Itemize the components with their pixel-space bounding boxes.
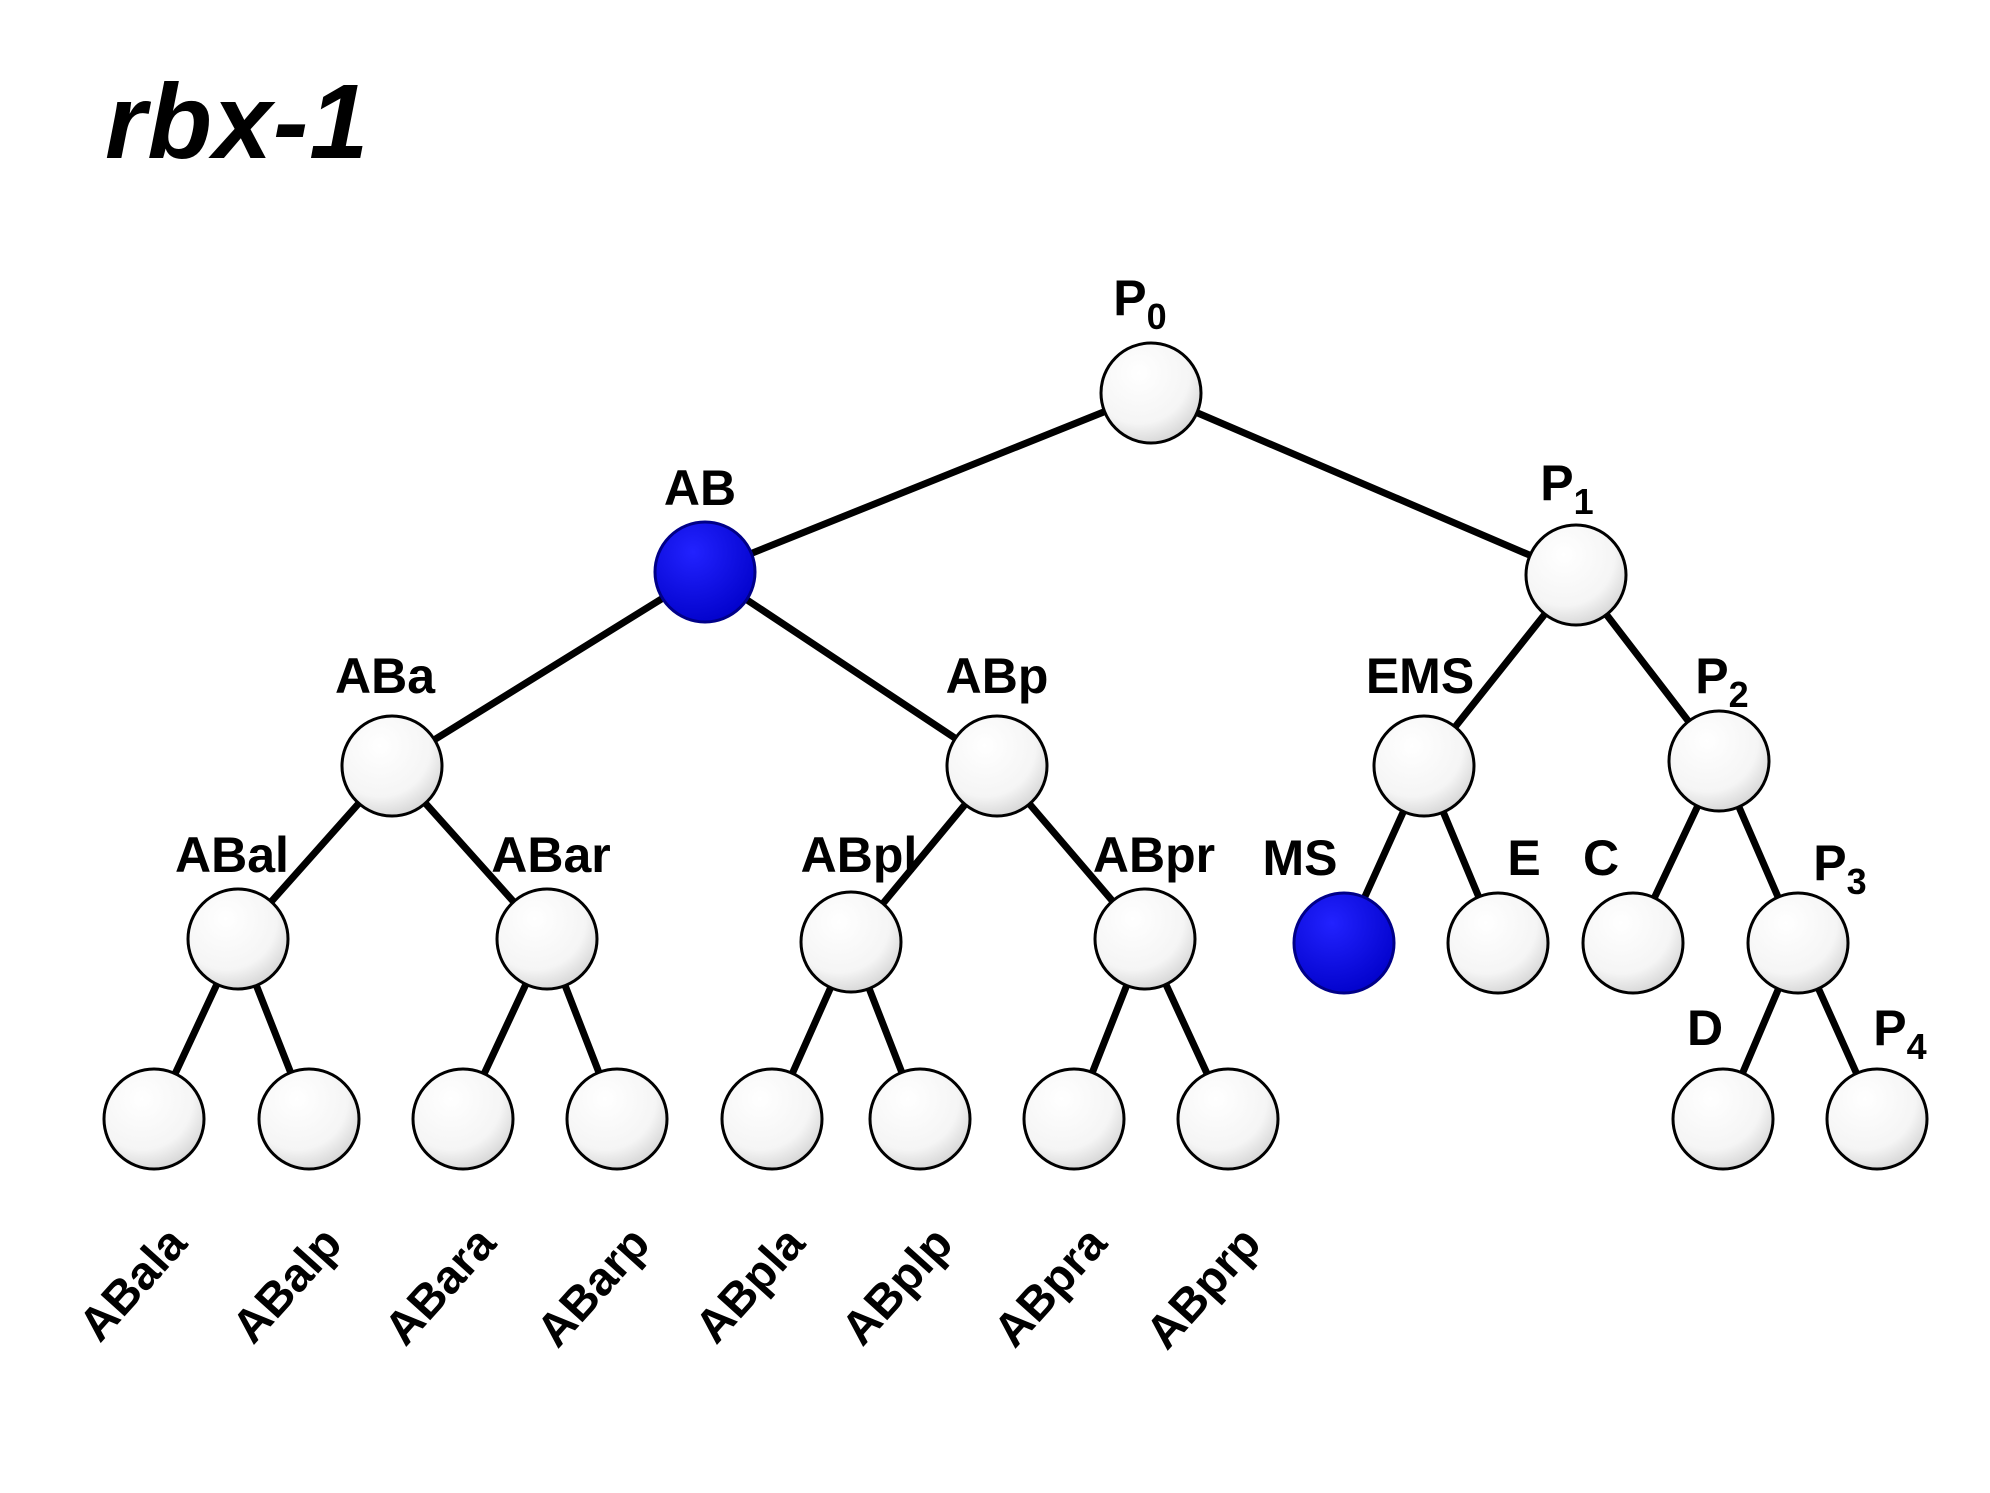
leaf-label-ABplp: ABplp <box>830 1216 962 1354</box>
edge-P0-AB <box>701 389 1155 576</box>
node-ABp <box>945 714 1049 818</box>
edge-P0-P1 <box>1147 389 1580 579</box>
node-P4 <box>1825 1067 1929 1171</box>
leaf-label-ABarp: ABarp <box>526 1216 660 1356</box>
node-ABalp <box>257 1067 361 1171</box>
node-ABar <box>495 887 599 991</box>
figure-title: rbx-1 <box>105 63 370 181</box>
node-label-EMS: EMS <box>1366 648 1474 704</box>
node-ABplp <box>868 1067 972 1171</box>
node-label-P1: P1 <box>1540 455 1593 522</box>
node-P2 <box>1667 709 1771 813</box>
node-label-E: E <box>1507 830 1540 886</box>
node-label-P2: P2 <box>1695 648 1748 715</box>
node-ABpr <box>1093 887 1197 991</box>
leaf-label-ABpla: ABpla <box>684 1216 815 1353</box>
node-MS-highlighted <box>1292 891 1396 995</box>
node-label-ABa: ABa <box>335 648 436 704</box>
node-label-D: D <box>1687 1000 1723 1056</box>
node-P1 <box>1524 523 1628 627</box>
node-ABala <box>102 1067 206 1171</box>
node-ABara <box>411 1067 515 1171</box>
node-label-P4: P4 <box>1873 1000 1926 1067</box>
node-label-ABp: ABp <box>946 648 1049 704</box>
leaf-label-ABprp: ABprp <box>1135 1216 1270 1358</box>
node-D <box>1671 1067 1775 1171</box>
node-label-AB: AB <box>664 460 736 516</box>
node-P3 <box>1746 891 1850 995</box>
node-AB-highlighted <box>653 520 757 624</box>
edge-AB-ABa <box>388 568 709 770</box>
node-label-MS: MS <box>1263 830 1338 886</box>
node-ABpla <box>720 1067 824 1171</box>
node-E <box>1446 891 1550 995</box>
node-label-P3: P3 <box>1813 835 1866 902</box>
node-P0 <box>1099 341 1203 445</box>
node-ABal <box>186 887 290 991</box>
node-label-ABal: ABal <box>175 827 289 883</box>
node-ABpl <box>799 890 903 994</box>
node-ABpra <box>1022 1067 1126 1171</box>
node-label-P0: P0 <box>1113 270 1166 337</box>
leaf-label-ABpra: ABpra <box>983 1216 1117 1357</box>
node-ABa <box>340 714 444 818</box>
leaf-label-ABalp: ABalp <box>221 1216 351 1352</box>
node-label-ABpr: ABpr <box>1093 827 1215 883</box>
leaf-label-ABara: ABara <box>373 1216 506 1355</box>
node-C <box>1581 891 1685 995</box>
node-label-C: C <box>1583 830 1619 886</box>
leaf-label-ABala: ABala <box>68 1216 197 1351</box>
node-label-ABpl: ABpl <box>801 827 918 883</box>
edge-AB-ABp <box>701 568 1001 770</box>
node-EMS <box>1372 714 1476 818</box>
node-label-ABar: ABar <box>491 827 610 883</box>
node-ABarp <box>565 1067 669 1171</box>
node-ABprp <box>1176 1067 1280 1171</box>
